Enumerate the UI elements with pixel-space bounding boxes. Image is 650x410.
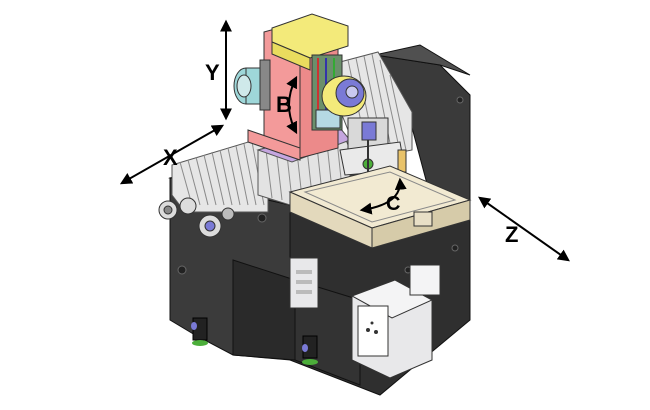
z-axis-arrow bbox=[478, 196, 570, 262]
z-axis-label: Z bbox=[505, 222, 518, 247]
axis-arrows bbox=[119, 19, 570, 262]
handwheels bbox=[158, 197, 235, 238]
column bbox=[247, 13, 349, 161]
grinding-head bbox=[321, 75, 407, 189]
x-axis-label: X bbox=[163, 145, 178, 170]
c-axis-arrow bbox=[359, 177, 407, 215]
y-axis-label: Y bbox=[205, 60, 220, 85]
b-axis-label: B bbox=[276, 92, 292, 117]
motor bbox=[233, 59, 271, 111]
b-axis-arrow bbox=[286, 75, 298, 135]
control-cabinet bbox=[289, 257, 441, 379]
c-axis-label: C bbox=[386, 193, 400, 215]
x-axis-arrow bbox=[119, 124, 225, 185]
